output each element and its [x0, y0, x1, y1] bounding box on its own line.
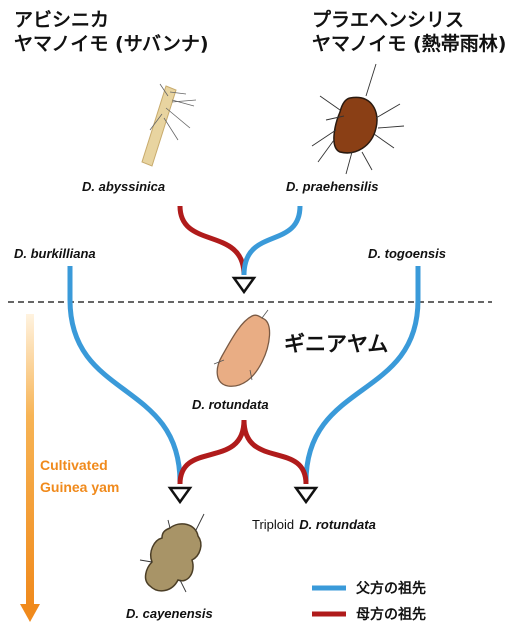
label-abyssinica: D. abyssinica [82, 179, 165, 194]
merge-triangle-triploid [296, 488, 316, 502]
label-cayenensis: D. cayenensis [126, 606, 213, 621]
legend-paternal-label: 父方の祖先 [356, 578, 426, 598]
merge-triangle-cayenensis [170, 488, 190, 502]
label-rotundata: D. rotundata [192, 397, 269, 412]
praehensilis-tuber-image [312, 64, 404, 174]
abyssinica-title-line2: ヤマノイモ (サバンナ) [14, 32, 209, 56]
praehensilis-title-line2: ヤマノイモ (熱帯雨林) [312, 32, 506, 56]
abyssinica-tuber-image [142, 84, 196, 166]
label-praehensilis: D. praehensilis [286, 179, 378, 194]
paternal-line-praehensilis [244, 206, 300, 275]
paternal-line-burkilliana [70, 266, 180, 482]
triploid-prefix: Triploid [252, 517, 294, 532]
legend-maternal-label: 母方の祖先 [356, 604, 426, 624]
abyssinica-title-line1: アビシニカ [14, 8, 209, 32]
merge-triangle-rotundata-origin [234, 278, 254, 292]
rotundata-tuber-image [214, 310, 270, 386]
cultivated-line2: Guinea yam [40, 476, 119, 498]
praehensilis-title: プラエヘンシリス ヤマノイモ (熱帯雨林) [312, 8, 506, 56]
cultivated-line1: Cultivated [40, 454, 119, 476]
label-triploid-rotundata: Triploid D. rotundata [252, 514, 376, 533]
label-burkilliana: D. burkilliana [14, 246, 96, 261]
cultivated-time-arrow [20, 314, 40, 622]
cayenensis-tuber-image [140, 514, 204, 592]
cultivated-guinea-yam-label: Cultivated Guinea yam [40, 454, 119, 498]
guinea-yam-label: ギニアヤム [284, 328, 388, 358]
abyssinica-title: アビシニカ ヤマノイモ (サバンナ) [14, 8, 209, 56]
label-togoensis: D. togoensis [368, 246, 446, 261]
praehensilis-title-line1: プラエヘンシリス [312, 8, 506, 32]
maternal-line-rotundata-left [180, 420, 244, 484]
paternal-line-togoensis [306, 266, 418, 482]
triploid-species: D. rotundata [299, 517, 376, 532]
maternal-line-rotundata-right [244, 420, 306, 484]
maternal-line-abyssinica [180, 206, 244, 275]
